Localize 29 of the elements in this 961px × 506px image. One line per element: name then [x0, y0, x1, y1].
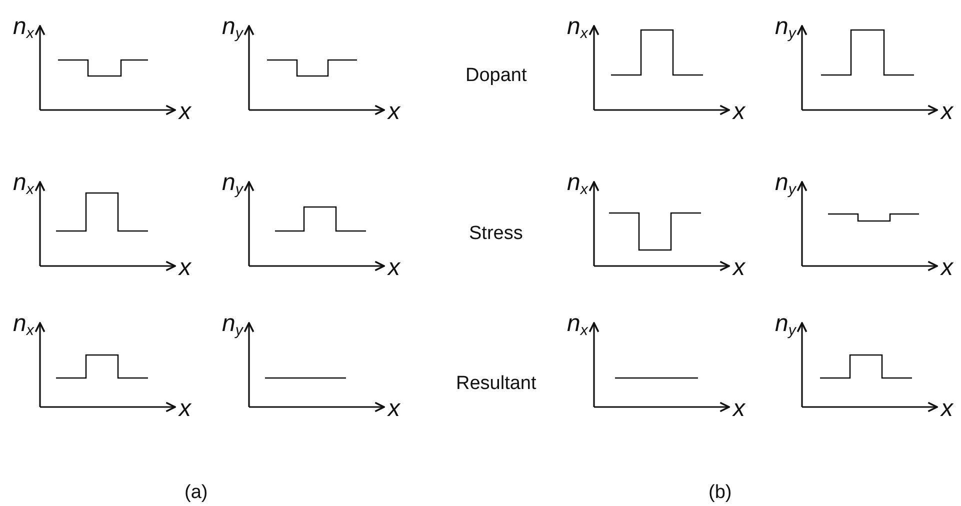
axis-label: x: [179, 256, 191, 280]
axis-label: n$_{y}$: [222, 15, 243, 41]
axis-label: x: [388, 397, 400, 421]
axis-label: n$_{y}$: [222, 312, 243, 338]
axis-label: x: [388, 100, 400, 124]
axis-label: n$_{x}$: [13, 171, 34, 197]
axis-label: n$_{y}$: [775, 312, 796, 338]
row-title: Stress: [469, 224, 523, 242]
panel-label: (a): [184, 482, 208, 502]
axis-label: n$_{y}$: [222, 171, 243, 197]
axis-label: n$_{x}$: [567, 171, 588, 197]
axis-label: x: [733, 256, 745, 280]
axis-label: x: [733, 397, 745, 421]
axis-label: x: [179, 397, 191, 421]
axis-label: n$_{x}$: [13, 15, 34, 41]
axis-label: n$_{x}$: [13, 312, 34, 338]
axis-label: x: [941, 256, 953, 280]
axis-label: x: [941, 100, 953, 124]
panel-label: (b): [708, 482, 732, 502]
axis-label: x: [179, 100, 191, 124]
axis-label: n$_{y}$: [775, 15, 796, 41]
row-title: Resultant: [456, 374, 536, 392]
axis-label: n$_{y}$: [775, 171, 796, 197]
axis-label: x: [733, 100, 745, 124]
row-title: Dopant: [466, 66, 527, 84]
axis-label: n$_{x}$: [567, 15, 588, 41]
axis-label: n$_{x}$: [567, 312, 588, 338]
axis-label: x: [941, 397, 953, 421]
axis-label: x: [388, 256, 400, 280]
